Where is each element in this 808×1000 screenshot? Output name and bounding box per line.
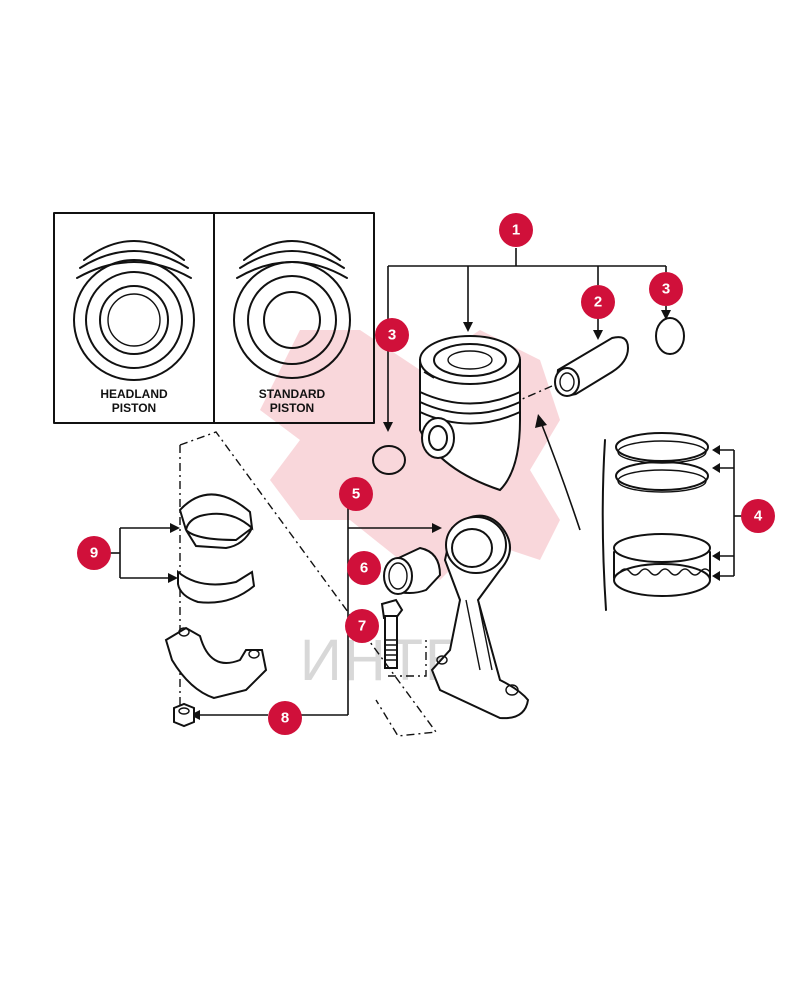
svg-text:1: 1	[512, 222, 520, 239]
headland-caption-line2: PISTON	[112, 401, 156, 415]
callout-3-right: 3	[649, 272, 683, 306]
callout-4: 4	[741, 499, 775, 533]
svg-text:3: 3	[662, 281, 670, 298]
svg-text:6: 6	[360, 560, 368, 577]
piston-rings-drawing	[535, 414, 742, 611]
svg-text:4: 4	[754, 508, 763, 525]
headland-caption-line1: HEADLAND	[100, 387, 168, 401]
callout-8: 8	[268, 701, 302, 735]
standard-caption-line2: PISTON	[270, 401, 314, 415]
svg-text:9: 9	[90, 545, 98, 562]
rod-cap-drawing	[164, 626, 268, 700]
piston-pin-drawing	[519, 318, 630, 401]
leader-lines-5	[190, 508, 442, 720]
connecting-rod-drawing	[430, 514, 530, 720]
svg-text:2: 2	[594, 294, 602, 311]
callout-5: 5	[339, 477, 373, 511]
callout-3-left: 3	[375, 318, 409, 352]
callout-1: 1	[499, 213, 533, 247]
svg-text:5: 5	[352, 486, 360, 503]
callout-9: 9	[77, 536, 111, 570]
standard-caption-line1: STANDARD	[259, 387, 326, 401]
headland-piston-drawing	[73, 240, 195, 381]
rod-bolt-drawing	[380, 598, 404, 669]
callout-7: 7	[345, 609, 379, 643]
standard-piston-drawing	[233, 240, 351, 379]
svg-text:8: 8	[281, 710, 289, 727]
rod-nut-drawing	[173, 702, 195, 728]
svg-text:7: 7	[358, 618, 366, 635]
callout-2: 2	[581, 285, 615, 319]
piston-types-inset: HEADLAND PISTON STANDARD PISTON	[53, 212, 375, 424]
snap-ring-left	[372, 445, 406, 475]
callout-6: 6	[347, 551, 381, 585]
rod-bushing-drawing	[383, 546, 442, 595]
snap-ring-right	[655, 306, 685, 355]
svg-text:3: 3	[388, 327, 396, 344]
bearing-shells-drawing	[110, 493, 256, 604]
piston-drawing	[419, 335, 521, 492]
